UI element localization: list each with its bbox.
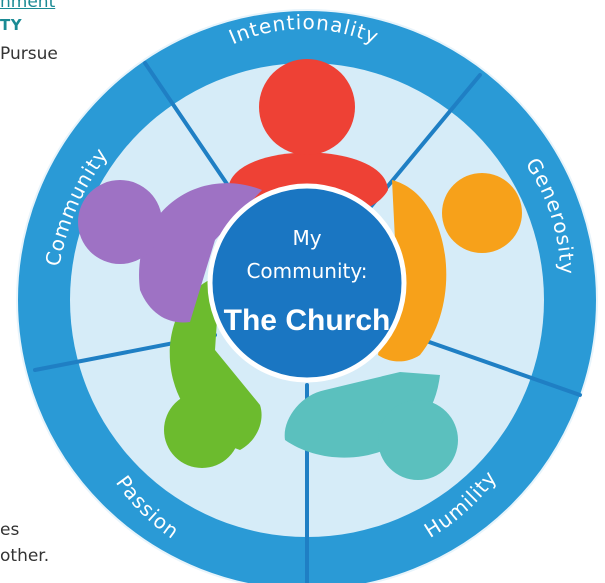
center-line-2: Community: xyxy=(246,259,367,283)
ring-edge xyxy=(16,9,598,583)
person-purple-body xyxy=(139,183,262,323)
person-teal-head xyxy=(378,400,458,480)
center-circle xyxy=(207,183,407,383)
center-line-3: The Church xyxy=(224,304,391,337)
people-figures xyxy=(78,59,522,480)
center-line-1: My xyxy=(292,226,321,250)
person-orange-head xyxy=(442,173,522,253)
person-purple-head xyxy=(78,180,162,264)
person-green-head xyxy=(164,392,240,468)
person-red-head xyxy=(259,59,355,155)
